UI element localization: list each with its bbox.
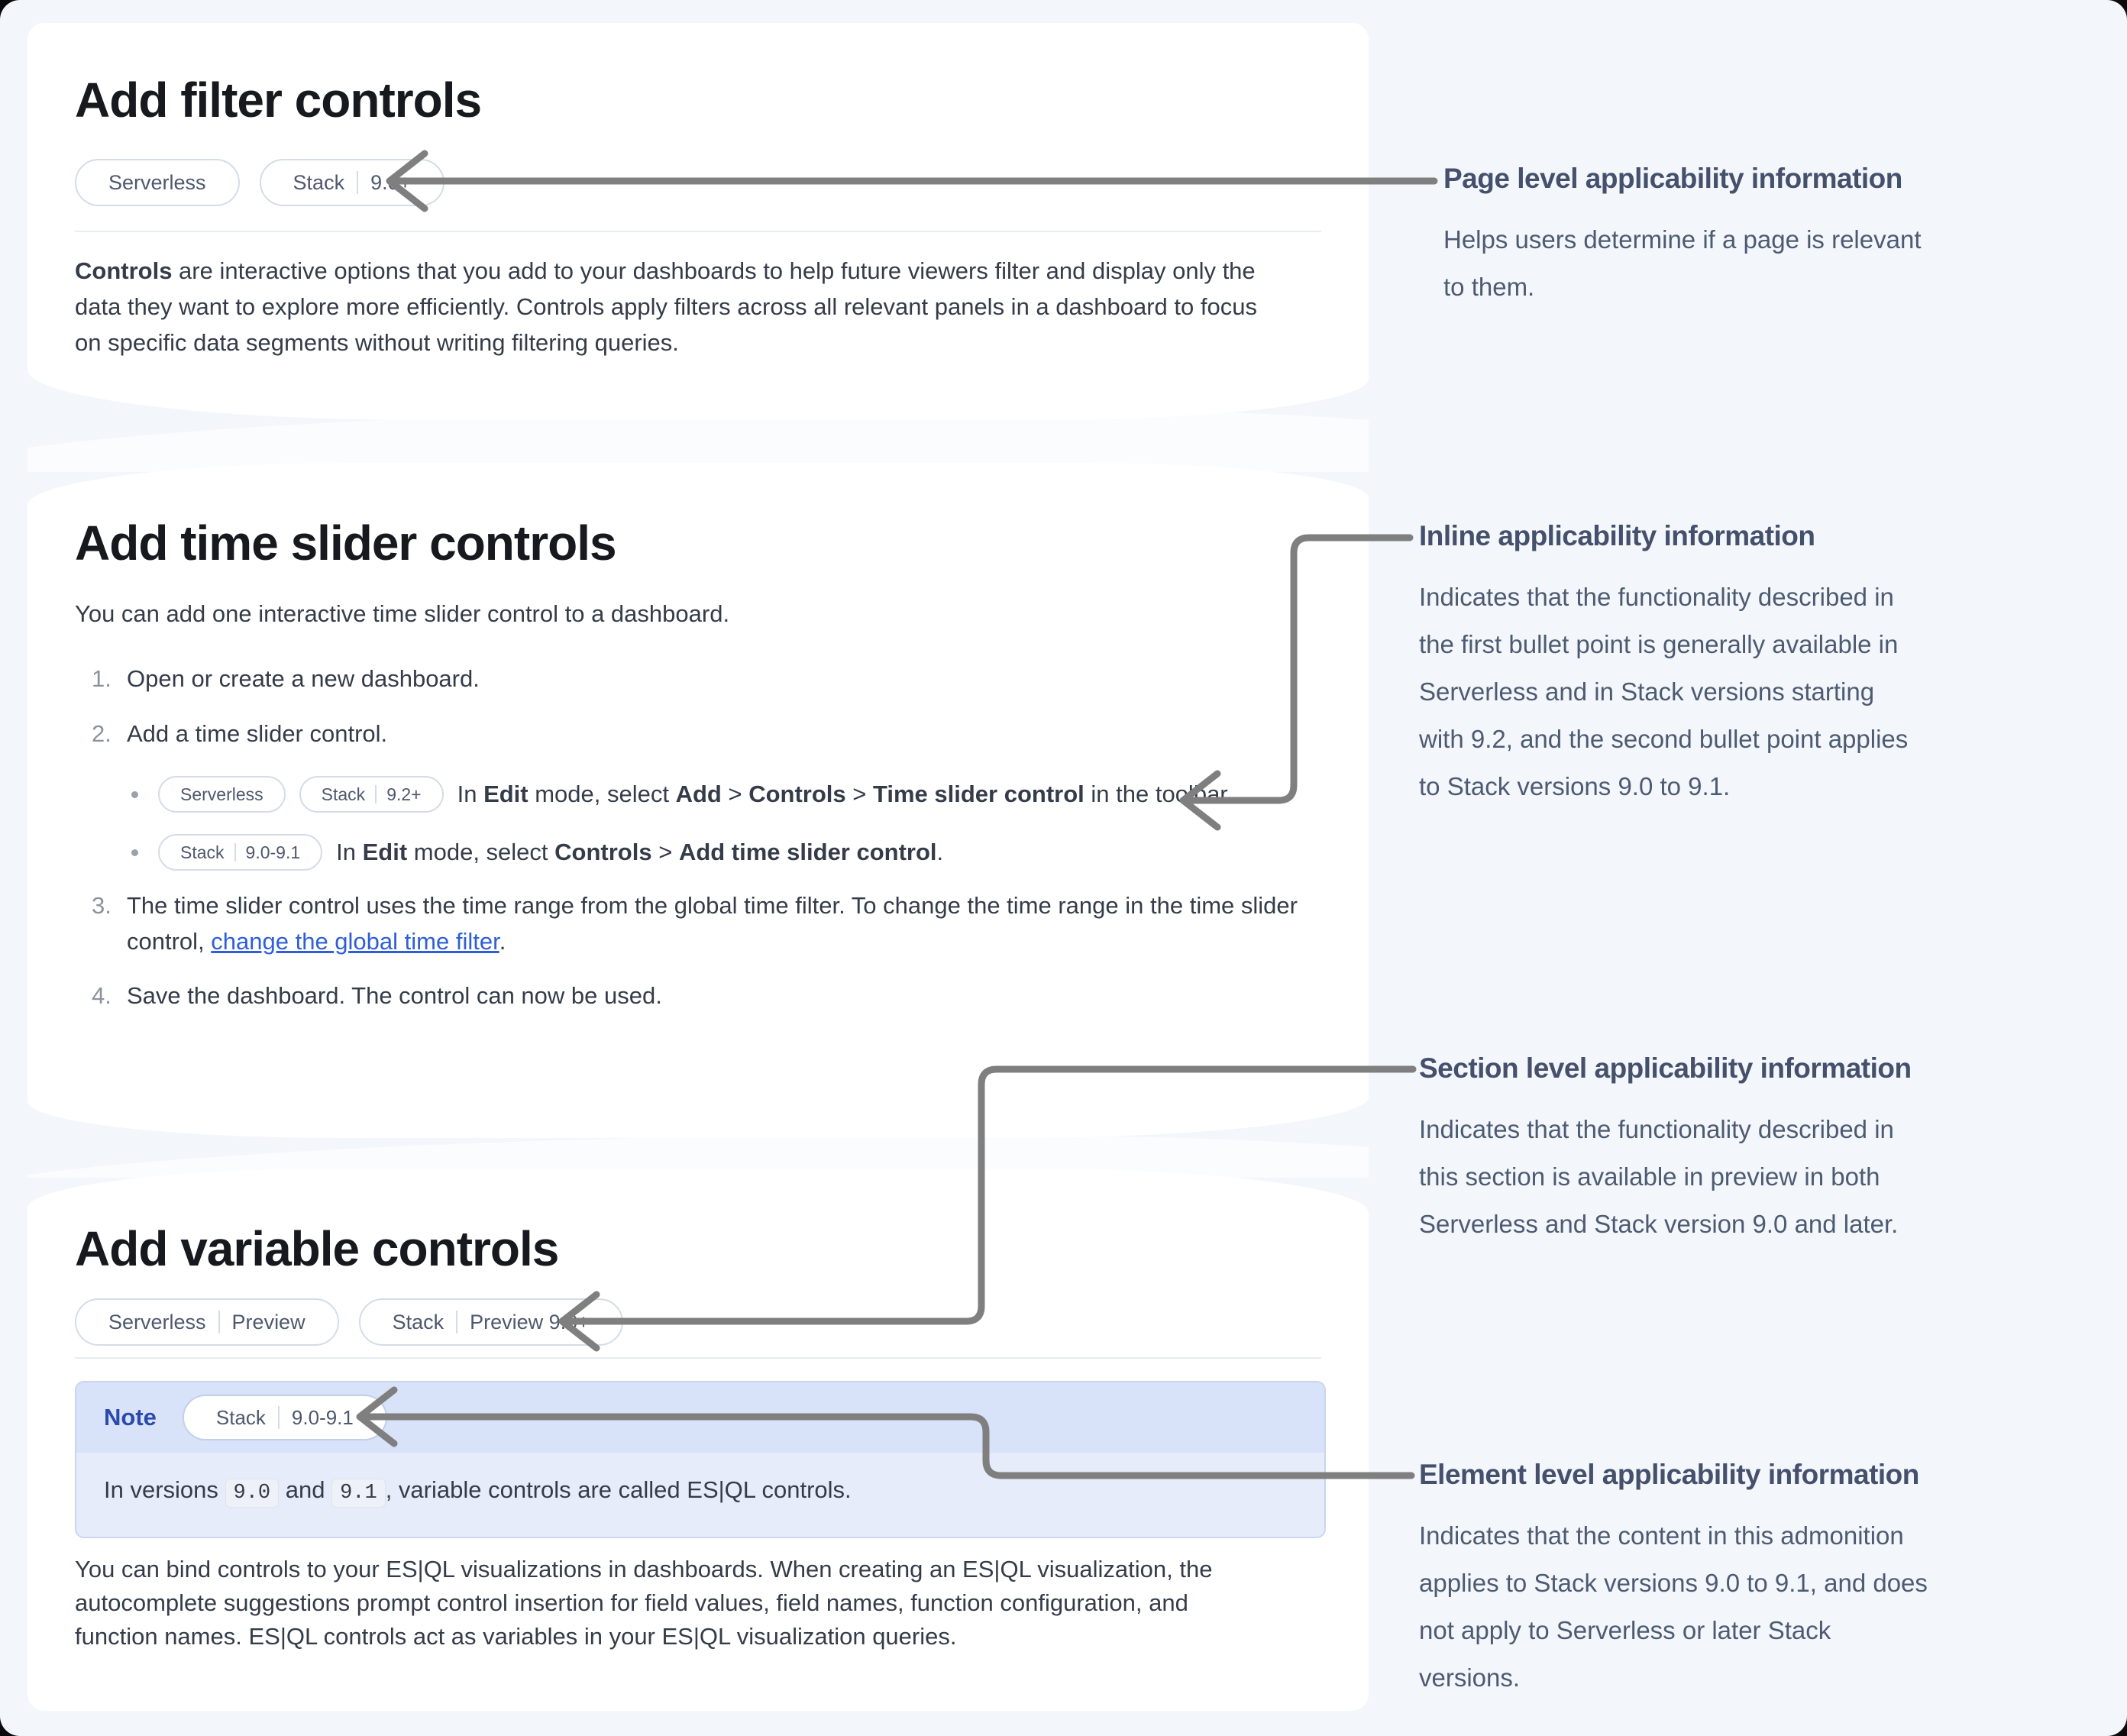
annotation-title: Element level applicability information <box>1419 1459 1919 1490</box>
badge-serverless[interactable]: Serverless <box>75 159 240 206</box>
section-applicability-badges: Serverless Preview Stack Preview 9.0+ <box>75 1298 623 1346</box>
note-body: In versions 9.0 and 9.1, variable contro… <box>76 1453 1324 1537</box>
badge-divider <box>277 1406 280 1429</box>
list-item-text: Add a time slider control. <box>127 720 388 747</box>
list-item-text: The time slider control uses the time ra… <box>127 892 1298 955</box>
list-item-text: Save the dashboard. The control can now … <box>127 982 662 1009</box>
annotation-title: Section level applicability information <box>1419 1052 1912 1084</box>
list-item: 2. Add a time slider control. <box>92 716 387 752</box>
badge-serverless-preview[interactable]: Serverless Preview <box>75 1298 339 1346</box>
section-title: Add time slider controls <box>75 516 617 571</box>
code-chip: 9.0 <box>225 1479 280 1508</box>
annotation-inline: Inline applicability information Indicat… <box>1419 519 2091 810</box>
badge-segment: Stack <box>215 1405 266 1429</box>
list-number: 4. <box>92 982 112 1009</box>
note-admonition: Note Stack 9.0-9.1 In versions 9.0 and 9.… <box>75 1381 1326 1538</box>
annotation-body: Indicates that the functionality describ… <box>1419 583 1909 800</box>
note-header: Note Stack 9.0-9.1 <box>76 1382 1324 1453</box>
badge-segment: Stack <box>392 1310 444 1334</box>
badge-stack-preview-9-0[interactable]: Stack Preview 9.0+ <box>358 1298 623 1346</box>
list-item-bullet: Stack 9.0-9.1 In Edit mode, select Contro… <box>131 834 943 871</box>
link-change-global-time-filter[interactable]: change the global time filter <box>211 928 499 955</box>
list-item: 4. Save the dashboard. The control can n… <box>92 978 662 1013</box>
annotation-body: Indicates that the functionality describ… <box>1419 1115 1899 1238</box>
list-item-bullet: Serverless Stack 9.2+ In Edit mode, selec… <box>131 776 1233 813</box>
bullet-text: In Edit mode, select Controls > Add time… <box>336 839 944 865</box>
bullet-icon <box>131 849 138 856</box>
annotation-element-level: Element level applicability information … <box>1419 1457 2091 1702</box>
badge-divider <box>456 1311 458 1334</box>
divider <box>75 231 1321 232</box>
badge-stack-9-0[interactable]: Stack 9.0+ <box>259 159 445 206</box>
badge-divider <box>218 1311 220 1334</box>
divider <box>75 1357 1321 1359</box>
list-number: 3. <box>92 892 112 919</box>
intro-paragraph: Controls are interactive options that yo… <box>75 257 1257 356</box>
bullet-text: In Edit mode, select Add > Controls > Ti… <box>457 781 1233 807</box>
badge-segment: 9.0-9.1 <box>245 842 301 862</box>
badge-segment: Preview <box>231 1310 305 1334</box>
badge-segment: Serverless <box>180 784 263 804</box>
list-item-text: Open or create a new dashboard. <box>127 665 480 692</box>
badge-segment: Stack <box>321 784 366 804</box>
card-add-time-slider-controls: Add time slider controls You can add one… <box>27 463 1369 1138</box>
badge-segment: 9.0-9.1 <box>291 1405 354 1429</box>
badge-stack-9-0-9-1[interactable]: Stack 9.0-9.1 <box>182 1395 387 1440</box>
annotation-title: Inline applicability information <box>1419 520 1815 551</box>
list-number: 2. <box>92 720 112 747</box>
annotation-section-level: Section level applicability information … <box>1419 1051 2091 1248</box>
badge-divider <box>357 171 359 194</box>
annotation-title: Page level applicability information <box>1443 163 1902 194</box>
card-add-filter-controls: Add filter controls Serverless Stack 9.0+… <box>27 23 1369 420</box>
list-item: 1. Open or create a new dashboard. <box>92 661 480 697</box>
code-chip: 9.1 <box>331 1479 386 1508</box>
badge-segment: Stack <box>180 842 225 862</box>
badge-segment: Serverless <box>108 170 206 194</box>
badge-segment: Stack <box>293 170 345 194</box>
list-number: 1. <box>92 665 112 692</box>
badge-stack-9-0-9-1[interactable]: Stack 9.0-9.1 <box>158 834 323 871</box>
page-applicability-badges: Serverless Stack 9.0+ <box>75 159 445 206</box>
annotation-body: Helps users determine if a page is relev… <box>1443 225 1922 301</box>
badge-divider <box>375 785 377 803</box>
badge-segment: 9.2+ <box>386 784 422 804</box>
outro-paragraph: You can bind controls to your ES|QL visu… <box>75 1556 1213 1650</box>
badge-segment: 9.0+ <box>370 170 412 194</box>
badge-serverless[interactable]: Serverless <box>158 776 286 813</box>
annotation-body: Indicates that the content in this admon… <box>1419 1521 1928 1692</box>
badge-divider <box>234 843 236 862</box>
card-add-variable-controls: Add variable controls Serverless Preview … <box>27 1169 1369 1711</box>
page-title: Add filter controls <box>75 73 482 128</box>
badge-segment: Serverless <box>108 1310 206 1334</box>
bullet-icon <box>131 790 138 798</box>
badge-stack-9-2[interactable]: Stack 9.2+ <box>299 776 444 813</box>
badge-segment: Preview 9.0+ <box>470 1310 590 1334</box>
annotation-page-level: Page level applicability information Hel… <box>1443 161 2116 311</box>
note-label: Note <box>104 1404 157 1431</box>
section-intro: You can add one interactive time slider … <box>75 600 730 627</box>
section-title: Add variable controls <box>75 1221 559 1276</box>
list-item: 3. The time slider control uses the time… <box>92 887 1298 959</box>
